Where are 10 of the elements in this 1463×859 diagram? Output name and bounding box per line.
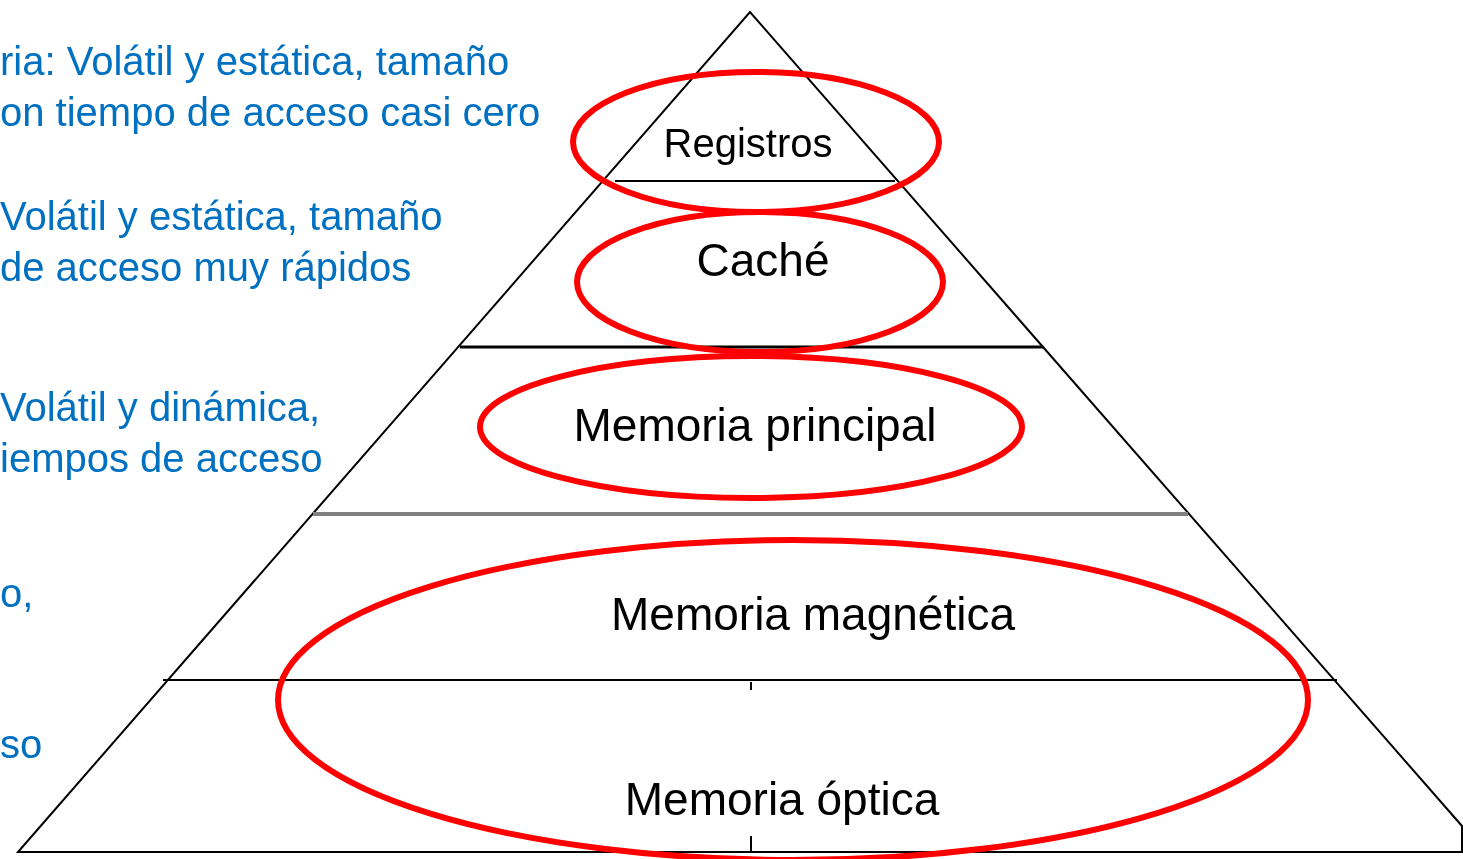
level-label: Memoria óptica [624, 773, 940, 825]
level-label: Memoria principal [573, 399, 937, 451]
level-label: Memoria magnética [611, 588, 1015, 640]
description-text: Volátil y estática, tamaño de acceso muy rápidos [0, 193, 443, 291]
description-text: ria: Volátil y estática, tamaño on tiempo de acceso casi cero [0, 38, 541, 136]
level-label: Caché [696, 234, 830, 286]
description-text: o, [0, 570, 34, 617]
description-text: so [0, 721, 43, 768]
description-text: Volátil y dinámica, iempos de acceso [0, 384, 323, 482]
level-label: Registros [663, 121, 833, 165]
